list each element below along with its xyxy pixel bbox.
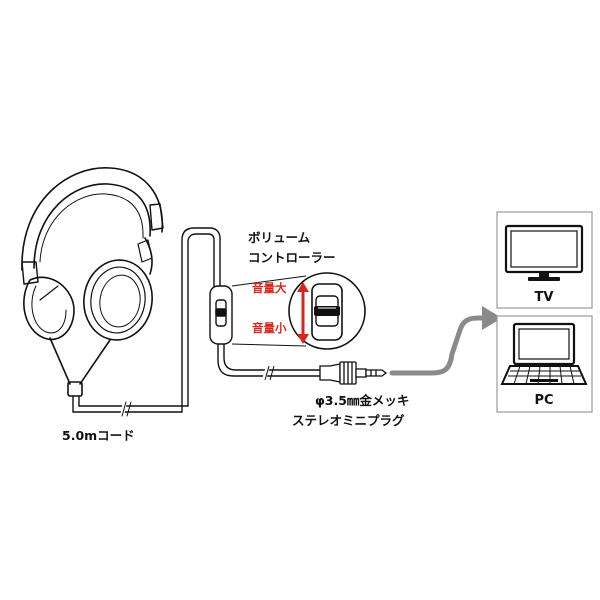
controller-zoom-detail [288, 272, 366, 350]
connection-arrow-icon [389, 306, 502, 376]
tv-icon [504, 224, 584, 281]
device-pc-label: PC [534, 393, 553, 408]
inline-volume-controller [209, 285, 320, 381]
plug-label-line2: ステレオミニプラグ [292, 413, 405, 428]
controller-label-line2: コントローラー [248, 250, 336, 265]
headband-inner [33, 183, 151, 269]
cable-splitter [67, 381, 83, 397]
volume-direction-arrow-icon [297, 282, 309, 344]
device-box-tv [496, 211, 593, 309]
plug-label-line1: φ3.5㎜金メッキ [315, 393, 409, 408]
headphones-illustration [21, 167, 164, 397]
volume-up-label: 音量大 [252, 281, 287, 295]
headband-outer [21, 167, 164, 271]
device-tv-label: TV [535, 290, 554, 305]
cord [72, 227, 221, 418]
cord-length-label: 5.0mコード [62, 428, 135, 443]
stereo-mini-plug [319, 361, 388, 385]
left-ear-cup [23, 276, 75, 341]
device-box-pc [496, 315, 593, 413]
volume-down-label: 音量小 [252, 321, 287, 335]
laptop-icon [500, 322, 588, 385]
right-ear-cup [83, 259, 153, 341]
controller-label-line1: ボリューム [248, 230, 311, 245]
